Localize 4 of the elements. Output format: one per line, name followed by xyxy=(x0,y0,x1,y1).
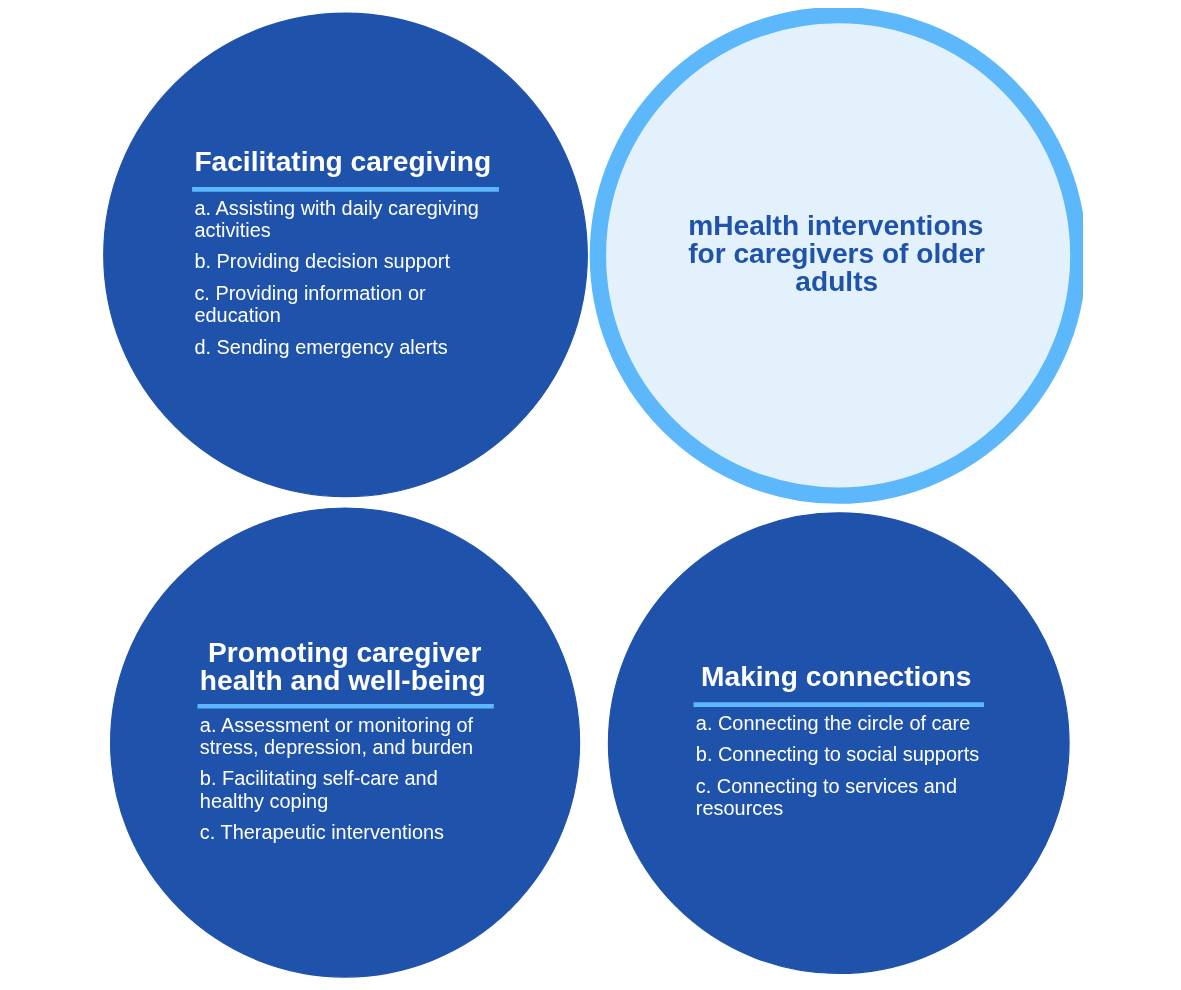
node-circle: Facilitating caregiving a. Assisting with daily caregiving activities b. Providing decision support c. Providing information or education d. Sending emergency alerts xyxy=(102,12,588,498)
node-circle: Promoting caregiver health and well-being a. Assessment or monitoring of stress, depression, and burden b. Facilitating self-care and healthy coping c. Therapeutic interventions xyxy=(109,507,580,978)
node-circle: Making connections a. Connecting the circle of care b. Connecting to social supports c. Connecting to services and resources xyxy=(607,512,1070,975)
node-circle: mHealth interventions for caregivers of older adults xyxy=(589,8,1083,504)
